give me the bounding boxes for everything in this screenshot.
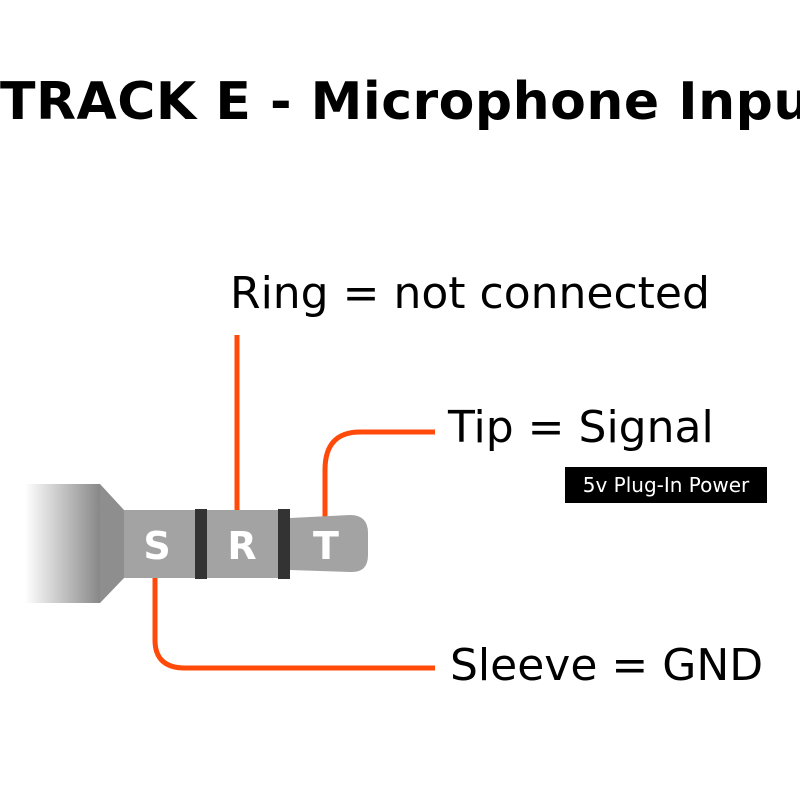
- tip-wire: [322, 429, 435, 518]
- sleeve-letter: S: [143, 524, 170, 568]
- sleeve-wire: [152, 575, 435, 671]
- plug-neck: [100, 484, 124, 603]
- tip-letter: T: [313, 524, 339, 568]
- plug-ring: [207, 510, 278, 578]
- sleeve-label: Sleeve = GND: [450, 640, 764, 691]
- diagram-title: TRACK E - Microphone Input: [0, 72, 800, 132]
- plug: S R T: [25, 484, 368, 603]
- plug-handle: [25, 484, 100, 603]
- plug-tip: [290, 515, 368, 573]
- plug-in-power-badge: 5v Plug-In Power: [565, 467, 767, 503]
- ring-band-2: [278, 509, 290, 579]
- plug-sleeve: [124, 510, 196, 578]
- ring-label: Ring = not connected: [230, 268, 710, 319]
- ring-band-1: [195, 509, 207, 579]
- ring-letter: R: [227, 524, 256, 568]
- tip-label: Tip = Signal: [448, 402, 714, 453]
- wires: [152, 335, 435, 671]
